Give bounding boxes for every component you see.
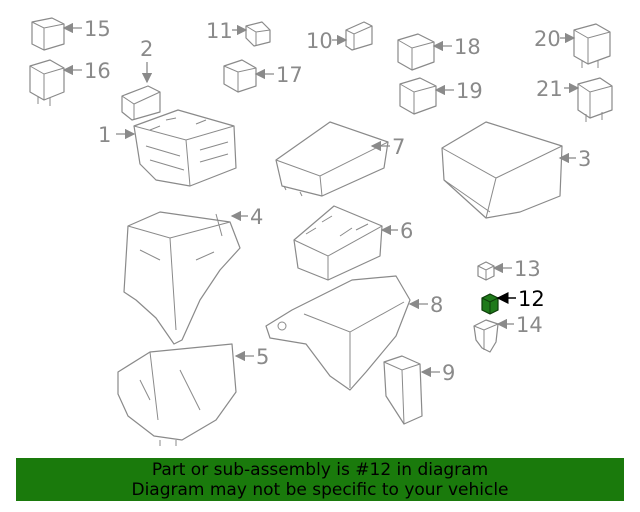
part-20-relay (573, 23, 611, 68)
label-13: 13 (514, 257, 541, 281)
label-18: 18 (454, 35, 481, 59)
label-14: 14 (516, 313, 543, 337)
label-17: 17 (276, 63, 303, 87)
label-6: 6 (400, 219, 413, 243)
part-8-tray (265, 275, 411, 391)
part-5-lower-cover (117, 343, 237, 446)
label-5: 5 (256, 345, 269, 369)
part-15-relay (31, 17, 65, 51)
part-14-connector (473, 319, 499, 353)
part-4-housing (123, 211, 241, 345)
part-10-clip (345, 21, 373, 51)
parts-diagram: 15 16 2 1 11 10 17 18 (29, 17, 613, 446)
part-9-bracket (383, 355, 423, 425)
label-19: 19 (456, 79, 483, 103)
label-15: 15 (84, 17, 111, 41)
part-18-relay (397, 33, 435, 71)
label-2: 2 (140, 37, 153, 61)
label-4: 4 (250, 205, 263, 229)
label-11: 11 (206, 19, 233, 43)
label-7: 7 (392, 135, 405, 159)
part-11-clip (245, 21, 271, 47)
part-21-relay (577, 77, 613, 122)
part-13-cap (477, 261, 495, 281)
part-2-bracket (121, 85, 161, 121)
label-12: 12 (518, 287, 545, 311)
part-17-relay (223, 59, 257, 93)
part-19-relay (399, 77, 437, 115)
banner-line-2: Diagram may not be specific to your vehi… (131, 480, 509, 500)
info-banner: Part or sub-assembly is #12 in diagram D… (16, 458, 624, 501)
label-16: 16 (84, 59, 111, 83)
banner-line-1: Part or sub-assembly is #12 in diagram (151, 460, 489, 480)
part-16-relay (29, 59, 65, 106)
part-3-top-cover (441, 121, 563, 219)
label-21: 21 (536, 77, 563, 101)
part-7-cover (275, 121, 389, 197)
label-10: 10 (306, 29, 333, 53)
label-8: 8 (430, 293, 443, 317)
part-1-fuse-block (133, 109, 237, 187)
part-6-fuse-holder (293, 205, 383, 281)
label-3: 3 (578, 147, 591, 171)
label-1: 1 (98, 123, 111, 147)
label-9: 9 (442, 361, 455, 385)
label-20: 20 (534, 27, 561, 51)
part-12-highlighted (481, 293, 499, 315)
